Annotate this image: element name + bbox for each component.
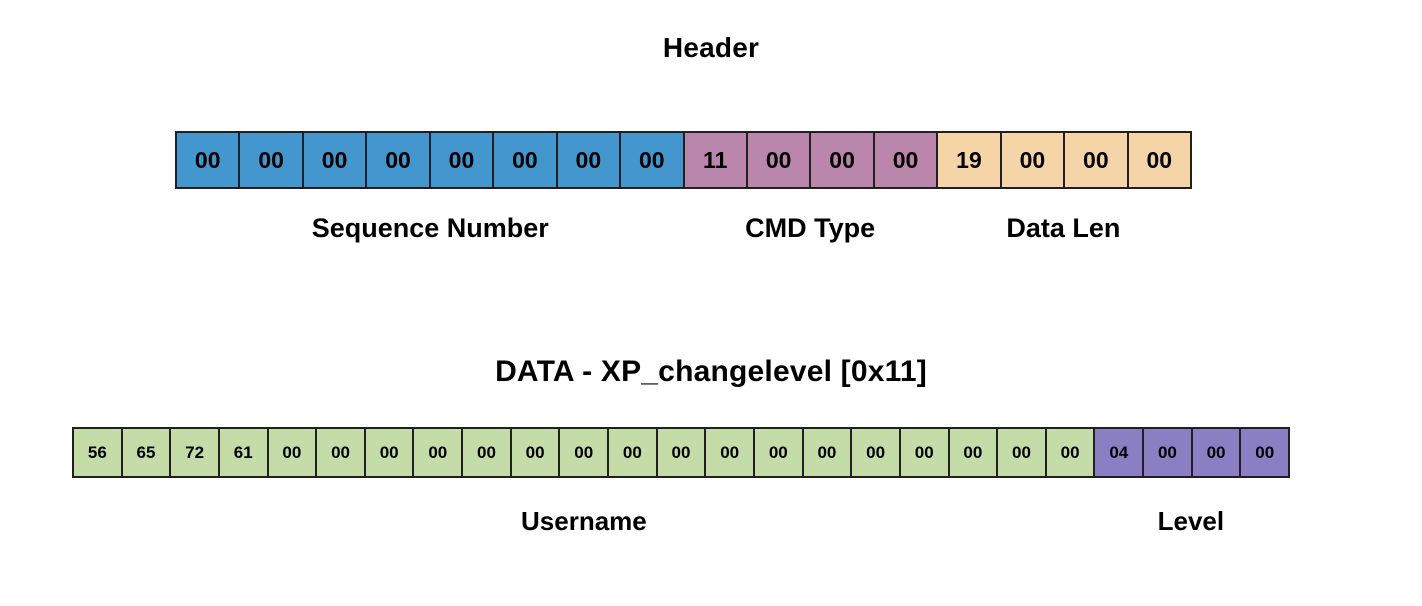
field-label-username: Username bbox=[521, 506, 647, 536]
byte-cell: 00 bbox=[706, 429, 755, 476]
byte-cell: 00 bbox=[998, 429, 1047, 476]
byte-cell: 00 bbox=[430, 133, 495, 187]
byte-cell: 00 bbox=[949, 429, 999, 476]
byte-cell: 00 bbox=[303, 133, 368, 187]
byte-cell: 00 bbox=[874, 133, 939, 187]
byte-cell: 00 bbox=[268, 429, 318, 476]
byte-cell: 61 bbox=[219, 429, 269, 476]
byte-cell: 00 bbox=[1128, 133, 1190, 187]
field-label-sequence-number: Sequence Number bbox=[311, 213, 549, 243]
byte-cell: 00 bbox=[747, 133, 812, 187]
byte-cell: 00 bbox=[900, 429, 950, 476]
byte-cell: 00 bbox=[852, 429, 901, 476]
byte-cell: 56 bbox=[74, 429, 123, 476]
byte-cell: 00 bbox=[1144, 429, 1193, 476]
byte-cell: 19 bbox=[938, 133, 1002, 187]
byte-cell: 00 bbox=[365, 429, 415, 476]
byte-cell: 00 bbox=[1046, 429, 1096, 476]
byte-cell: 00 bbox=[560, 429, 610, 476]
byte-cell: 00 bbox=[1065, 133, 1129, 187]
byte-cell: 00 bbox=[240, 133, 304, 187]
byte-cell: 00 bbox=[317, 429, 366, 476]
byte-cell: 65 bbox=[122, 429, 172, 476]
byte-cell: 00 bbox=[463, 429, 512, 476]
byte-cell: 00 bbox=[557, 133, 622, 187]
field-label-data-len: Data Len bbox=[1006, 213, 1121, 243]
field-label-level: Level bbox=[1157, 506, 1225, 536]
header-section-title: Header bbox=[662, 32, 760, 63]
byte-cell: 00 bbox=[803, 429, 853, 476]
data-section-title: DATA - XP_changelevel [0x11] bbox=[495, 355, 927, 388]
byte-cell: 00 bbox=[1241, 429, 1289, 476]
byte-cell: 72 bbox=[171, 429, 220, 476]
byte-cell: 00 bbox=[494, 133, 558, 187]
byte-cell: 00 bbox=[657, 429, 707, 476]
field-label-cmd-type: CMD Type bbox=[745, 213, 876, 243]
byte-cell: 00 bbox=[367, 133, 431, 187]
byte-cell: 00 bbox=[414, 429, 464, 476]
byte-cell: 00 bbox=[511, 429, 561, 476]
byte-cell: 00 bbox=[1192, 429, 1242, 476]
byte-cell: 11 bbox=[684, 133, 748, 187]
byte-cell: 00 bbox=[609, 429, 658, 476]
byte-cell: 00 bbox=[1001, 133, 1066, 187]
byte-cell: 00 bbox=[621, 133, 685, 187]
byte-cell: 00 bbox=[177, 133, 241, 187]
byte-cell: 00 bbox=[754, 429, 804, 476]
byte-cell: 04 bbox=[1095, 429, 1145, 476]
byte-cell: 00 bbox=[811, 133, 875, 187]
